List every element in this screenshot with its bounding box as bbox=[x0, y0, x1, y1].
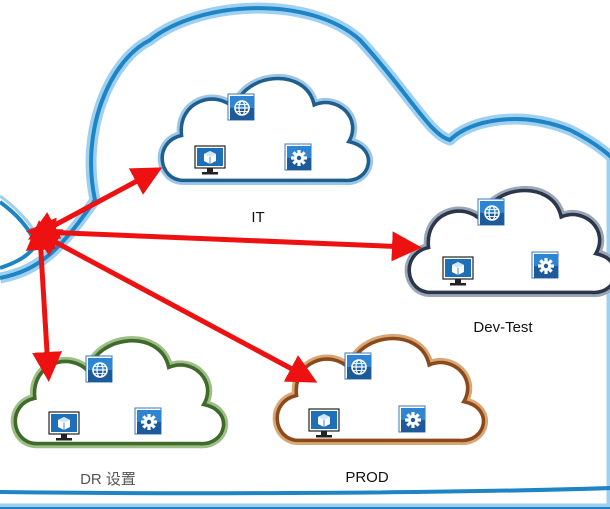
globe-icon bbox=[85, 355, 113, 383]
gear-icon bbox=[531, 251, 559, 279]
arrow-hub-to-prod bbox=[29, 228, 318, 383]
connection-arrows bbox=[25, 167, 422, 383]
arrow-hub-to-devtest bbox=[26, 217, 422, 262]
cloud-label-prod: PROD bbox=[345, 469, 389, 486]
gear-icon bbox=[398, 405, 426, 433]
cloud-prod bbox=[277, 339, 483, 441]
globe-icon bbox=[477, 198, 505, 226]
globe-icon bbox=[227, 93, 255, 121]
cloud-label-dr: DR 设置 bbox=[80, 471, 136, 488]
cloud-label-devtest: Dev-Test bbox=[473, 319, 533, 336]
gear-icon bbox=[134, 407, 162, 435]
cloud-it bbox=[162, 79, 368, 181]
cloud-label-it: IT bbox=[251, 209, 264, 226]
globe-icon bbox=[344, 352, 372, 380]
outer-cloud-bottom bbox=[0, 486, 610, 496]
cloud-devtest bbox=[409, 191, 610, 293]
gear-icon bbox=[284, 143, 312, 171]
